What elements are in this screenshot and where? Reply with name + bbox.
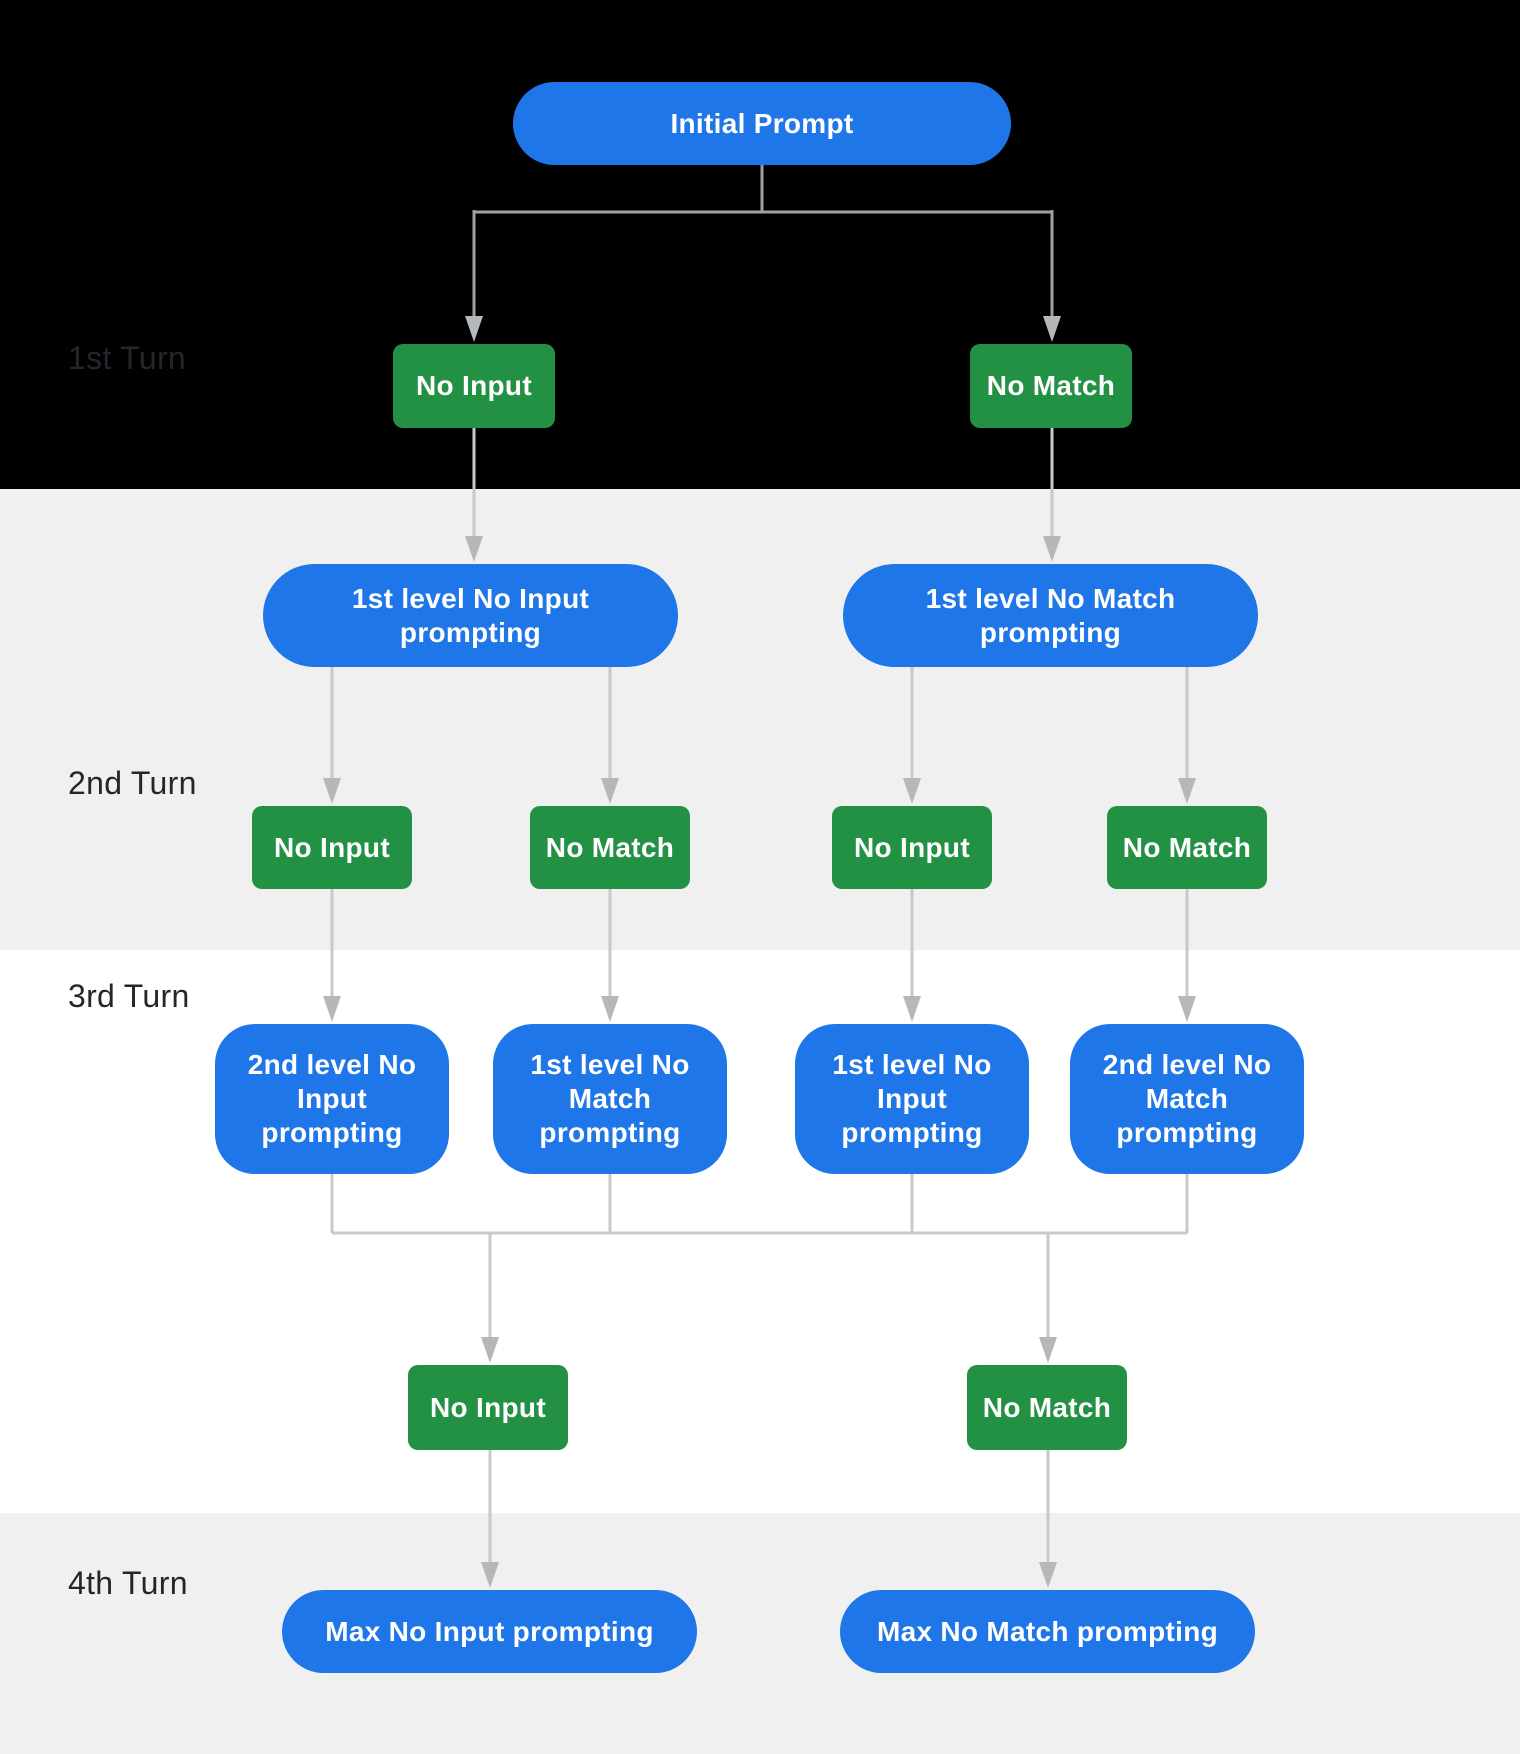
node-initial-prompt: Initial Prompt — [513, 82, 1011, 165]
node-max-no-match-prompting: Max No Match prompting — [840, 1590, 1255, 1673]
node-turn1-no-input: No Input — [393, 344, 555, 428]
node-turn2-no-input-b: No Input — [832, 806, 992, 889]
node-turn2-no-match-a: No Match — [530, 806, 690, 889]
node-2nd-level-no-match-prompting: 2nd level No Match prompting — [1070, 1024, 1304, 1174]
band-turn-2 — [0, 489, 1520, 950]
node-turn1-no-match: No Match — [970, 344, 1132, 428]
node-2nd-level-no-input-prompting: 2nd level No Input prompting — [215, 1024, 449, 1174]
node-turn3-no-match: No Match — [967, 1365, 1127, 1450]
node-turn2-no-match-b: No Match — [1107, 806, 1267, 889]
node-turn2-no-input-a: No Input — [252, 806, 412, 889]
turn-label-1: 1st Turn — [68, 340, 187, 376]
node-1st-level-no-match-prompting-2: 1st level No Match prompting — [493, 1024, 727, 1174]
band-turn-4 — [0, 1513, 1520, 1754]
node-turn3-no-input: No Input — [408, 1365, 568, 1450]
node-1st-level-no-match-prompting: 1st level No Match prompting — [843, 564, 1258, 667]
node-max-no-input-prompting: Max No Input prompting — [282, 1590, 697, 1673]
turn-label-4: 4th Turn — [68, 1565, 188, 1601]
node-1st-level-no-input-prompting: 1st level No Input prompting — [263, 564, 678, 667]
band-turn-1 — [0, 0, 1520, 489]
turn-label-3: 3rd Turn — [68, 978, 190, 1014]
turn-label-2: 2nd Turn — [68, 765, 197, 801]
node-1st-level-no-input-prompting-2: 1st level No Input prompting — [795, 1024, 1029, 1174]
